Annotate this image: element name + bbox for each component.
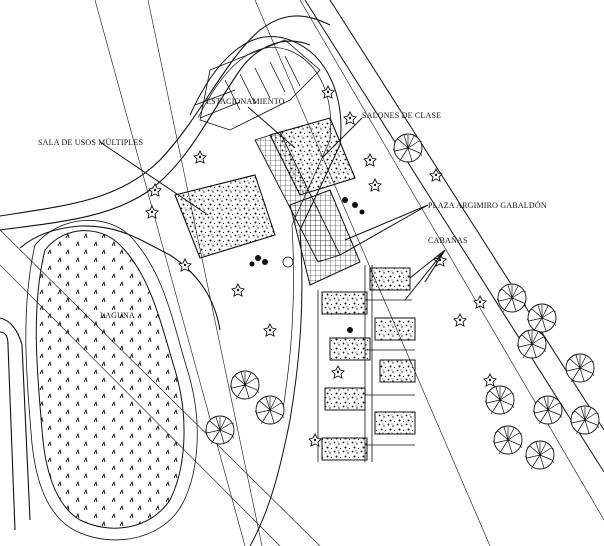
label-cabanas: CABAÑAS xyxy=(428,235,468,245)
label-sala-usos-multiples: SALA DE USOS MÚLTIPLES xyxy=(38,137,143,147)
estacionamiento-area xyxy=(194,39,321,131)
cabanas-path xyxy=(317,265,415,462)
leader-lines xyxy=(99,106,446,301)
laguna xyxy=(25,220,198,541)
plaza-fountain-icon xyxy=(282,256,294,268)
label-salones-clase: SALONES DE CLASE xyxy=(362,111,441,120)
label-laguna: LAGUNA xyxy=(100,311,135,320)
planters xyxy=(249,197,365,333)
cabanas-group xyxy=(321,267,416,461)
label-estacionamiento: ESTACIONAMIENTO xyxy=(206,97,285,106)
label-plaza: PLAZA ARGIMIRO GABALDÓN xyxy=(428,200,547,210)
road xyxy=(304,0,604,473)
sala-usos-multiples-building xyxy=(174,174,276,259)
plaza-argimiro-gabaldon xyxy=(289,189,361,286)
